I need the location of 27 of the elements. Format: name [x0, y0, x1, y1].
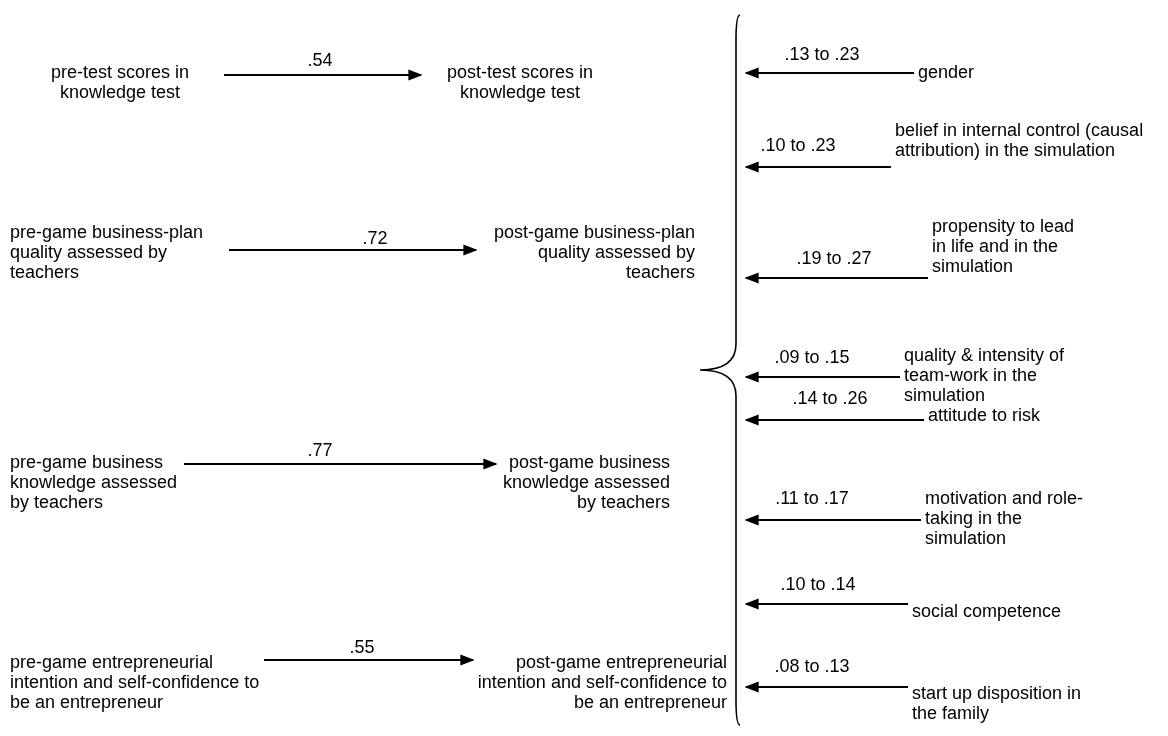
- node-text: attitude to risk: [928, 405, 1042, 425]
- arrow: [744, 598, 909, 610]
- node-text: post-game business knowledge assessed by teachers: [501, 452, 670, 512]
- arrow: [228, 244, 478, 256]
- arrow: [263, 654, 475, 666]
- arrow: [744, 272, 929, 284]
- arrow: [744, 161, 892, 173]
- node-text: motivation and role-taking in the simulation: [925, 488, 1085, 548]
- node-text: start up disposition in the family: [912, 683, 1083, 723]
- node-text: gender: [918, 62, 976, 82]
- arrow: [744, 67, 915, 79]
- arrow: [183, 458, 498, 470]
- node-text: pre-game entrepreneurial intention and self-confidence to be an entrepreneur: [10, 652, 260, 712]
- arrow: [744, 514, 922, 526]
- node-text: pre-game business-plan quality assessed by teachers: [10, 222, 205, 282]
- node-text: post-test scores in knowledge test: [445, 62, 595, 102]
- arrow: [223, 69, 423, 81]
- node-text: post-game business-plan quality assessed by teachers: [492, 222, 695, 282]
- arrow: [744, 414, 925, 426]
- node-text: pre-game business knowledge assessed by teachers: [10, 452, 179, 512]
- arrow: [744, 681, 909, 693]
- node-text: social competence: [912, 601, 1063, 621]
- node-text: propensity to lead in life and in the simulation: [932, 216, 1076, 276]
- node-text: post-game entrepreneurial intention and self-confidence to be an entrepreneur: [477, 652, 727, 712]
- node-text: belief in internal control (causal attribution) in the simulation: [895, 120, 1145, 160]
- node-text: pre-test scores in knowledge test: [49, 62, 191, 102]
- arrow: [744, 371, 901, 383]
